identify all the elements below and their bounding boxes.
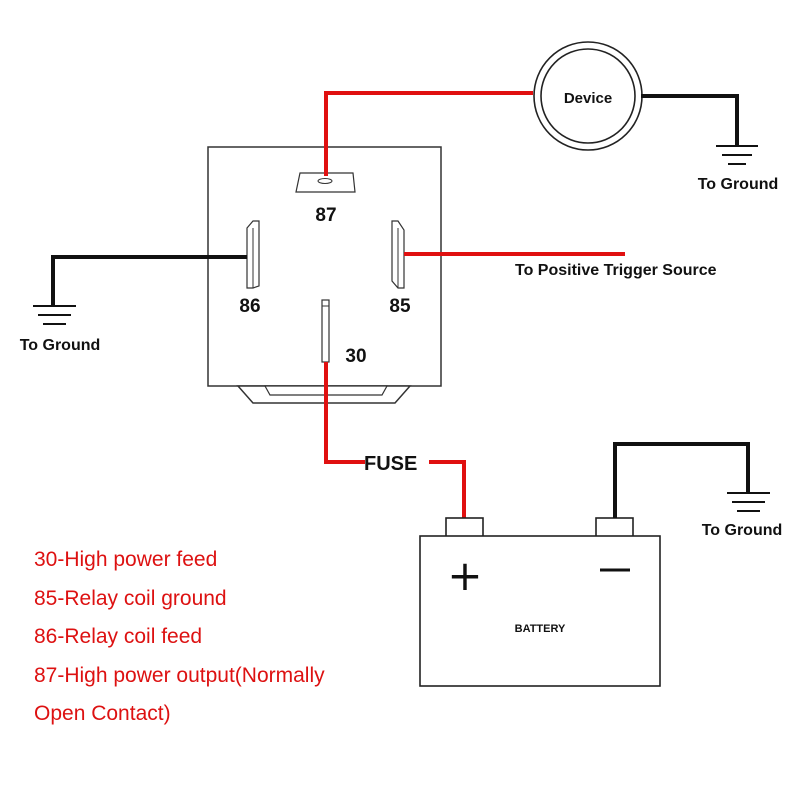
battery-positive-terminal <box>445 517 484 538</box>
battery-plus-sign: + <box>447 551 482 600</box>
ground-symbol-device <box>716 145 758 165</box>
ground-label-device: To Ground <box>698 176 779 193</box>
wire-30-to-fuse <box>324 362 365 464</box>
legend-item: 87-High power output(Normally <box>34 663 325 687</box>
legend-item: Open Contact) <box>34 702 171 725</box>
device-inner-ring <box>540 48 636 144</box>
legend-item: 86-Relay coil feed <box>34 625 203 648</box>
battery-label: BATTERY <box>515 623 566 635</box>
pin-30-label: 30 <box>345 346 366 367</box>
pin-85-label: 85 <box>389 296 411 317</box>
wire-86-to-ground <box>51 255 247 306</box>
wire-87-to-device <box>324 91 533 176</box>
battery-body <box>419 535 661 687</box>
legend-item: 85-Relay coil ground <box>34 586 227 610</box>
pin-87-hole <box>317 178 333 184</box>
device: Device <box>533 41 643 151</box>
device-label: Device <box>564 90 612 107</box>
pin-30-terminal <box>321 299 330 363</box>
wire-battery-negative-to-ground <box>613 442 750 518</box>
wire-fuse-to-battery-positive <box>429 460 466 518</box>
trigger-label: To Positive Trigger Source <box>515 262 717 279</box>
ground-symbol-battery <box>727 492 770 512</box>
pin-87-label: 87 <box>315 205 336 226</box>
battery: + BATTERY <box>419 517 661 687</box>
ground-symbol-relay <box>33 305 76 325</box>
ground-label-relay: To Ground <box>20 337 101 354</box>
fuse-label: FUSE <box>364 453 417 475</box>
relay: 87 86 85 30 <box>207 146 442 404</box>
pin-86-label: 86 <box>239 296 260 317</box>
pin-legend: 30-High power feed 85-Relay coil ground … <box>34 541 325 734</box>
legend-item: 30-High power feed <box>34 548 218 571</box>
ground-label-battery: To Ground <box>702 522 783 539</box>
wire-device-to-ground <box>641 94 739 146</box>
battery-negative-terminal <box>595 517 634 538</box>
